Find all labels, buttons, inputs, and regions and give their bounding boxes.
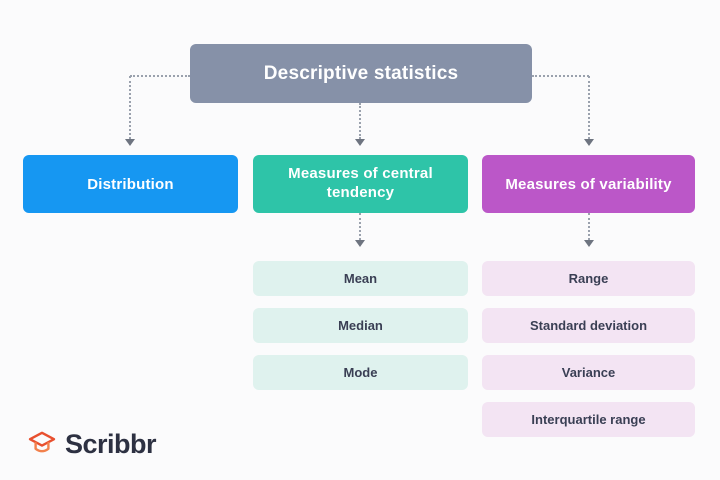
connector-line [129, 76, 131, 139]
leaf-node-mean: Mean [253, 261, 468, 296]
branch-node-central-tendency: Measures of central tendency [253, 155, 468, 213]
leaf-node-median: Median [253, 308, 468, 343]
connector-line [359, 103, 361, 139]
connector-line [359, 213, 361, 240]
arrow-down-icon [125, 139, 135, 146]
branch-node-variability: Measures of variability [482, 155, 695, 213]
logo-wordmark: Scribbr [65, 428, 157, 459]
connector-line [130, 75, 190, 77]
connector-line [532, 75, 589, 77]
scribbr-logo: Scribbr [26, 428, 157, 460]
arrow-down-icon [584, 139, 594, 146]
connector-line [588, 76, 590, 139]
connector-line [588, 213, 590, 240]
leaf-node-variance: Variance [482, 355, 695, 390]
graduation-cap-icon [26, 428, 58, 460]
branch-node-distribution: Distribution [23, 155, 238, 213]
leaf-node-standard-deviation: Standard deviation [482, 308, 695, 343]
arrow-down-icon [355, 240, 365, 247]
leaf-node-range: Range [482, 261, 695, 296]
leaf-node-mode: Mode [253, 355, 468, 390]
arrow-down-icon [355, 139, 365, 146]
leaf-node-interquartile-range: Interquartile range [482, 402, 695, 437]
root-node-descriptive-statistics: Descriptive statistics [190, 44, 532, 103]
arrow-down-icon [584, 240, 594, 247]
